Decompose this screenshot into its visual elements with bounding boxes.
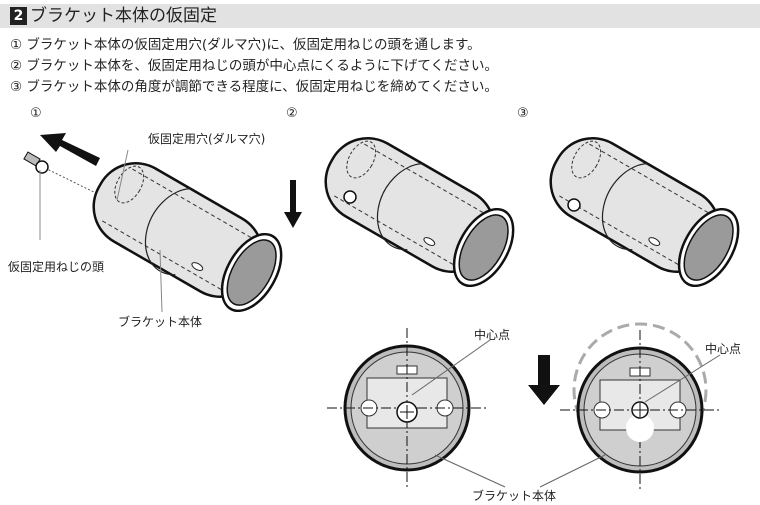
keyhole-label: 仮固定用穴(ダルマ穴) xyxy=(148,132,266,146)
bracket-label-1: ブラケット本体 xyxy=(118,315,203,329)
section-header-bar xyxy=(0,4,760,28)
center-view-2 xyxy=(539,322,722,492)
section-number: 2 xyxy=(10,7,27,25)
bracket-label-2: ブラケット本体 xyxy=(472,489,557,503)
step-marker-1: ① xyxy=(30,106,42,121)
step-3-text: ③ ブラケット本体の角度が調節できる程度に、仮固定用ねじを締めてください。 xyxy=(10,79,498,95)
center-point-label-1: 中心点 xyxy=(474,328,511,342)
screw-icon xyxy=(23,151,49,174)
step-marker-3: ③ xyxy=(517,106,529,121)
center-point-label-2: 中心点 xyxy=(705,342,742,356)
screw-head-label: 仮固定用ねじの頭 xyxy=(8,260,105,274)
center-view-1 xyxy=(325,326,506,490)
arrow-down-icon xyxy=(528,355,560,405)
screw-icon xyxy=(567,198,581,212)
step-1-figure xyxy=(23,133,295,325)
arrow-down-icon xyxy=(284,180,302,228)
step-marker-2: ② xyxy=(286,106,298,121)
screw-icon xyxy=(343,190,357,204)
arrow-left-icon xyxy=(40,133,100,166)
step-2-text: ② ブラケット本体を、仮固定用ねじの頭が中心点にくるように下げてください。 xyxy=(10,58,498,74)
step-3-figure xyxy=(533,122,752,300)
section-title: ブラケット本体の仮固定 xyxy=(30,6,217,26)
step-1-text: ① ブラケット本体の仮固定用穴(ダルマ穴)に、仮固定用ねじの頭を通します。 xyxy=(10,37,481,53)
step-2-figure xyxy=(284,122,527,300)
